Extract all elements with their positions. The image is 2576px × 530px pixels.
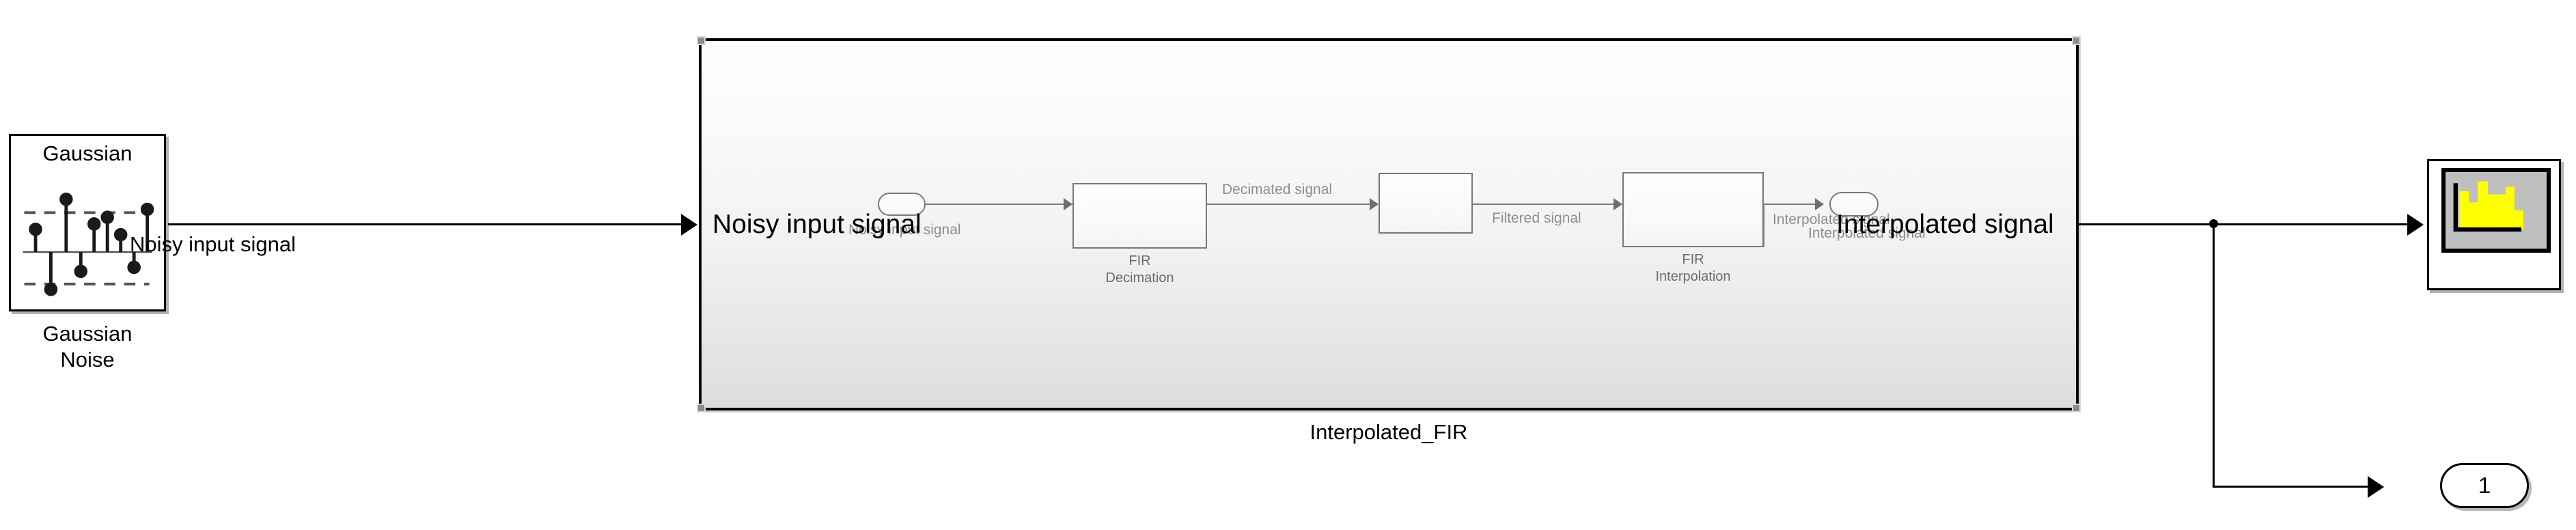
fir-decimation-block[interactable] [1072, 183, 1207, 249]
wire-interpolated-vertical [1763, 204, 1764, 247]
resize-handle-top-left[interactable] [697, 36, 706, 45]
resize-handle-bottom-left[interactable] [697, 404, 706, 413]
arrow-scope-input [2407, 214, 2424, 236]
wire-interpolated-signal [1763, 204, 1818, 205]
arrow-unlabeled-block-input [1370, 198, 1379, 210]
fir-interpolation-block[interactable] [1622, 172, 1764, 247]
gaussian-stem-plot-icon [23, 193, 154, 296]
signal-label-decimated: Decimated signal [1222, 182, 1333, 197]
unlabeled-filter-block[interactable] [1379, 173, 1473, 234]
wire-branch-vertical [2213, 223, 2215, 487]
resize-handle-top-right[interactable] [2072, 36, 2081, 45]
wire-noisy-input-signal [168, 223, 681, 225]
gaussian-noise-caption: Gaussian Noise [42, 322, 133, 372]
signal-label-filtered: Filtered signal [1492, 210, 1581, 226]
outport-number: 1 [2478, 473, 2491, 498]
scope-block[interactable] [2427, 159, 2561, 290]
arrow-outport-input [2368, 476, 2384, 498]
scope-histogram-icon [2453, 181, 2523, 232]
arrow-fir-interpolation-input [1614, 198, 1622, 210]
outport-1[interactable]: 1 [2440, 463, 2529, 508]
wire-branch-to-outport [2213, 486, 2370, 488]
signal-label-noisy-input: Noisy input signal [130, 232, 296, 256]
fir-interpolation-caption: FIR Interpolation [1655, 252, 1731, 284]
subsystem-caption: Interpolated_FIR [1310, 420, 1468, 444]
resize-handle-bottom-right[interactable] [2072, 404, 2081, 413]
signal-label-interpolated-port: Interpolated signal [1808, 225, 1926, 241]
gaussian-noise-icon-title: Gaussian [42, 141, 133, 165]
inner-wire-noisy-input [925, 204, 1072, 205]
interpolated-fir-subsystem[interactable]: Noisy input signal FIR Decimation Decima… [697, 36, 2081, 413]
scope-screen [2441, 168, 2551, 253]
arrow-inner-outport-input [1815, 198, 1824, 210]
gaussian-noise-block[interactable]: Gaussian [9, 134, 166, 311]
wire-filtered-signal [1473, 204, 1615, 205]
arrow-fir-decimation-input [1064, 198, 1072, 210]
wire-subsystem-output [2077, 223, 2407, 225]
subsystem-outport-label: Interpolated signal [1836, 210, 2054, 239]
fir-decimation-caption: FIR Decimation [1105, 253, 1174, 285]
inner-label-noisy-input-signal: Noisy input signal [848, 222, 961, 238]
subsystem-inport-label: Noisy input signal [712, 210, 922, 239]
arrow-subsystem-input [681, 214, 697, 236]
inner-outport-interpolated[interactable] [1829, 192, 1879, 217]
wire-decimated-signal [1207, 204, 1371, 205]
